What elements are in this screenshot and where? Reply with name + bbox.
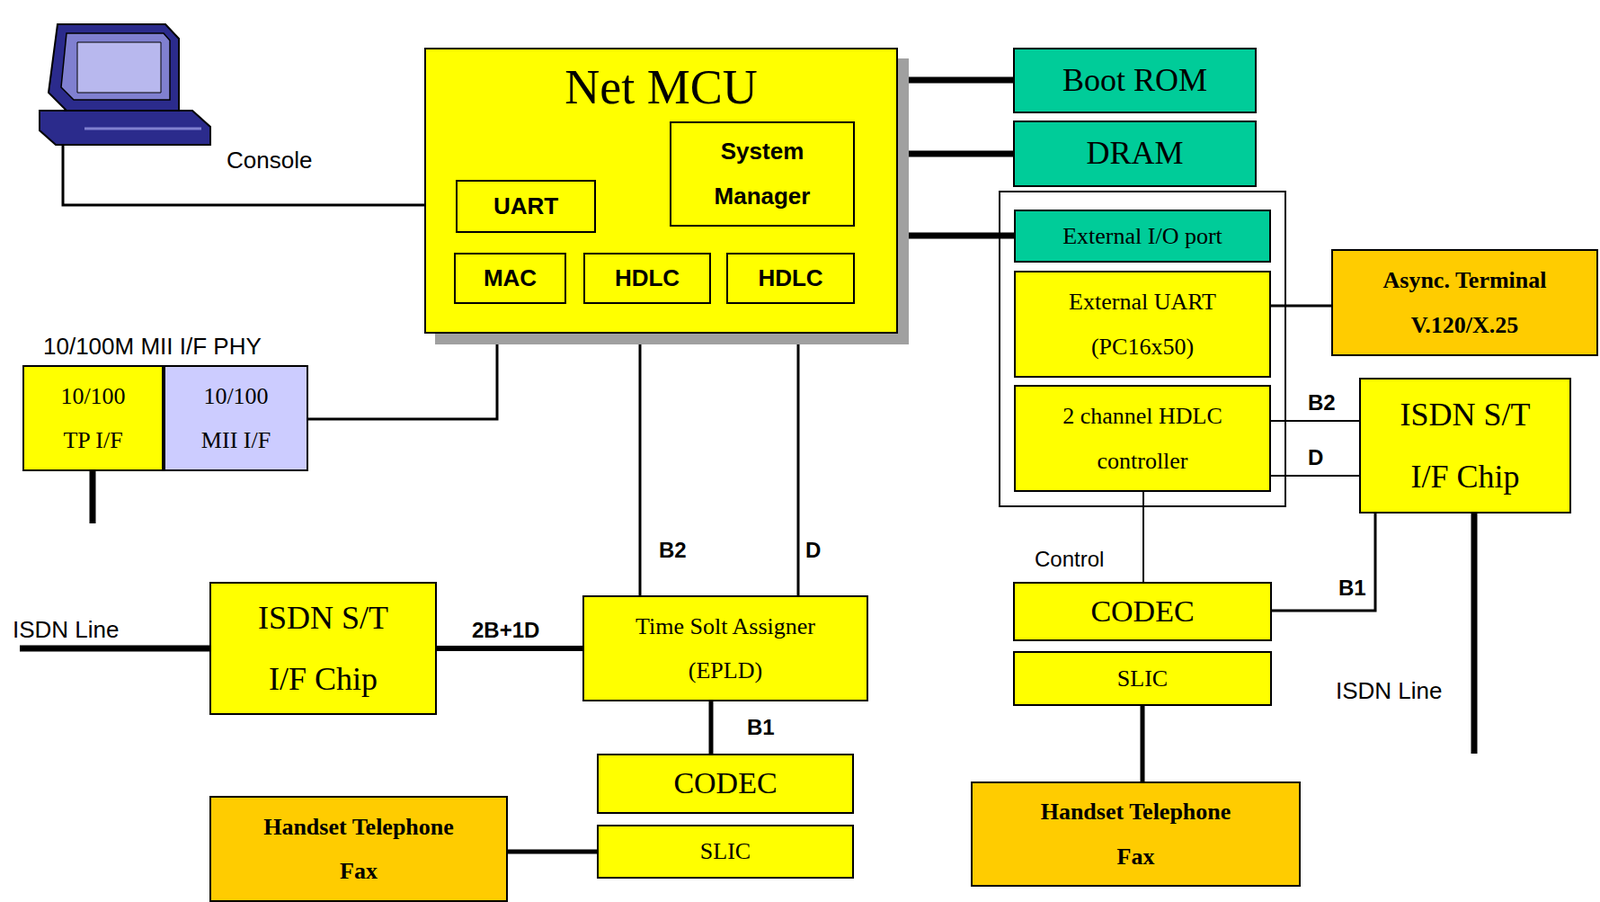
module-box: System Manager — [669, 121, 855, 227]
connector-line — [1142, 491, 1145, 582]
signal-label: B1 — [1335, 575, 1369, 601]
signal-label: B2 — [1305, 390, 1339, 416]
line-label: ISDN Line — [1333, 676, 1446, 705]
connector-line — [62, 184, 425, 205]
node-text: 2 channel HDLC controller — [1052, 393, 1233, 483]
node-text: MAC — [483, 264, 537, 293]
connector-line — [507, 849, 597, 854]
connector-line — [1271, 474, 1360, 477]
node-text: Handset Telephone Fax — [241, 804, 476, 894]
connector-line — [897, 77, 1014, 84]
node-text: SLIC — [1117, 664, 1168, 693]
connector-line — [1271, 513, 1376, 611]
memory-box: DRAM — [1013, 120, 1257, 187]
node-text: DRAM — [1085, 133, 1183, 173]
phone-box: Handset Telephone Fax — [209, 795, 508, 902]
phy-box: 10/100 TP I/F — [22, 364, 164, 472]
node-text: Boot ROM — [1062, 61, 1208, 100]
phy-box: 10/100 MII I/F — [163, 364, 309, 472]
signal-label: 2B+1D — [469, 617, 543, 643]
node-text: ISDN S/T I/F Chip — [247, 586, 400, 711]
connector-line — [897, 151, 1014, 158]
node-text: ISDN S/T I/F Chip — [1388, 383, 1542, 507]
node-text: Time Solt Assigner (EPLD) — [613, 604, 838, 694]
isdn-chip: ISDN S/T I/F Chip — [209, 581, 437, 715]
codec-box: CODEC — [1013, 581, 1272, 641]
module-box: UART — [455, 179, 596, 233]
connector-line — [436, 645, 583, 651]
port-box: External I/O port — [1013, 209, 1272, 263]
io-frame — [999, 191, 1286, 507]
isdn-chip: ISDN S/T I/F Chip — [1359, 377, 1572, 514]
mcu-box: Net MCU System ManagerUART MAC HDLC HDLC — [424, 47, 898, 334]
title-text: Net MCU — [426, 58, 897, 117]
node-text: HDLC — [757, 264, 823, 293]
slic-box: SLIC — [596, 824, 854, 879]
node-text: Async. Terminal V.120/X.25 — [1348, 257, 1583, 347]
epld-box: Time Solt Assigner (EPLD) — [582, 595, 869, 702]
phone-box: Handset Telephone Fax — [970, 781, 1301, 887]
node-text: CODEC — [1090, 593, 1194, 631]
computer-icon — [30, 20, 229, 185]
module-box: MAC — [453, 252, 567, 304]
group-heading: 10/100M MII I/F PHY — [40, 332, 265, 361]
signal-label: B1 — [744, 714, 778, 740]
node-text: External I/O port — [1062, 222, 1223, 250]
codec-box: CODEC — [596, 753, 854, 814]
hdlc-box: 2 channel HDLC controller — [1013, 384, 1272, 492]
connector-line — [797, 303, 800, 596]
node-text: System Manager — [681, 129, 844, 219]
node-text: SLIC — [700, 836, 751, 865]
connector-line — [639, 303, 642, 596]
terminal-box: Async. Terminal V.120/X.25 — [1331, 248, 1599, 356]
node-text: Handset Telephone Fax — [1019, 789, 1254, 879]
module-box: HDLC — [726, 252, 855, 304]
signal-label: B2 — [656, 537, 690, 563]
tp-stub — [89, 471, 97, 524]
connector-line — [1271, 419, 1360, 422]
isdn-line — [1471, 513, 1478, 754]
signal-label: D — [802, 537, 824, 563]
slic-box: SLIC — [1013, 650, 1272, 706]
node-text: 10/100 MII I/F — [191, 373, 282, 463]
node-text: CODEC — [673, 764, 777, 802]
console-terminal: Console — [30, 20, 337, 185]
signal-label: Control — [1031, 546, 1107, 572]
uart-box: External UART (PC16x50) — [1013, 270, 1272, 378]
node-text: External UART (PC16x50) — [1043, 279, 1242, 369]
node-text: Console — [226, 146, 312, 175]
connector-line — [1140, 705, 1146, 782]
connector-line — [709, 701, 714, 754]
node-text: UART — [493, 192, 559, 221]
node-text: 10/100 TP I/F — [48, 373, 139, 463]
connector-line — [1271, 304, 1332, 308]
module-box: HDLC — [583, 252, 712, 304]
signal-label: D — [1305, 444, 1326, 471]
connector-line — [897, 232, 1014, 240]
memory-box: Boot ROM — [1013, 47, 1257, 114]
node-text: HDLC — [614, 264, 680, 293]
isdn-line — [19, 645, 210, 652]
line-label: ISDN Line — [9, 615, 123, 644]
